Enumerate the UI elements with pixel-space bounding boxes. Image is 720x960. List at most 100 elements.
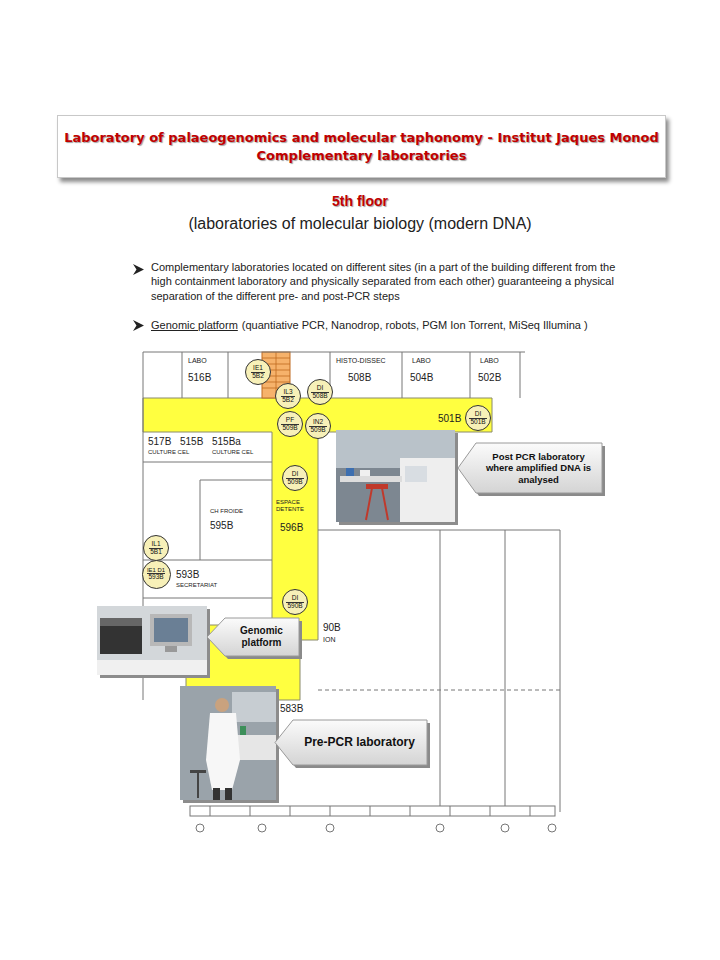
marker-code: 5B1: [149, 548, 163, 556]
room-label: CH FROIDE: [210, 508, 243, 515]
bottom-wall-part: [190, 806, 555, 816]
room-label: SECRETARIAT: [176, 582, 217, 589]
walls-part: [505, 530, 506, 812]
genomic-photo-part: [154, 618, 188, 642]
walls-part: [200, 480, 201, 560]
bottom-wall-part: [530, 806, 531, 816]
pre-pcr-photo-part: [197, 773, 199, 798]
door-marker: IL35B2: [275, 383, 301, 409]
marker-code: 593B: [147, 573, 164, 581]
post-pcr-photo-part: [366, 484, 388, 489]
walls-part: [143, 352, 525, 353]
post-pcr-photo-part: [405, 466, 427, 482]
marker-code: 509B: [281, 424, 298, 432]
walls-part: [470, 352, 471, 398]
room-label: ESPACE DETENTE: [276, 499, 316, 513]
room-label: 515B: [180, 436, 203, 448]
room-label: 595B: [210, 520, 233, 532]
walls-part: [440, 530, 441, 812]
room-label: ION: [323, 636, 335, 644]
callout-box: Post PCR laboratory where amplified DNA …: [458, 443, 602, 493]
room-label: 90B: [323, 622, 341, 634]
bottom-wall-part: [330, 806, 331, 816]
marker-code: DI: [474, 411, 483, 418]
room-label: 593B: [176, 569, 199, 581]
marker-code: 5B2: [251, 372, 265, 380]
post-pcr-photo: [336, 430, 458, 525]
walls-part: [318, 690, 560, 691]
callout-fill: [458, 443, 602, 493]
callout-text: Genomic platform: [230, 625, 293, 649]
heading-text: (laboratories of molecular biology (mode…: [0, 215, 720, 233]
bottom-wall-part: [326, 824, 334, 832]
marker-code: IE1: [252, 365, 264, 372]
bottom-wall-part: [450, 806, 451, 816]
pre-pcr-photo-part: [206, 713, 240, 790]
genomic-photo-part: [150, 614, 192, 646]
bullet-paragraph: Genomic platform(quantiative PCR, Nanodr…: [151, 318, 636, 332]
genomic-photo-part: [165, 646, 177, 652]
callout-box: Genomic platform: [207, 618, 299, 656]
marker-code: IN2: [312, 419, 324, 426]
pre-pcr-photo-part: [225, 788, 232, 800]
pre-pcr-photo-part: [240, 726, 246, 735]
room-label: LABO: [188, 357, 207, 365]
room-label: CULTURE CEL: [212, 449, 253, 456]
pre-pcr-photo-part: [180, 686, 276, 800]
walls-part: [143, 598, 272, 599]
bottom-wall-part: [410, 806, 411, 816]
heading-text: 5th floor: [0, 193, 720, 209]
marker-code: DI: [291, 471, 300, 478]
marker-code: 5B2: [281, 396, 295, 404]
pre-pcr-photo-part: [213, 788, 220, 800]
room-label: 517B: [148, 436, 171, 448]
marker-code: PF: [285, 417, 295, 424]
walls-part: [520, 352, 521, 398]
door-marker: IE1 D1593B: [142, 560, 171, 589]
room-label: 515Ba: [212, 436, 241, 448]
bottom-wall: [190, 806, 556, 832]
walls-part: [318, 530, 560, 531]
heading-text: Complementary laboratories located on di…: [151, 260, 636, 303]
walls-part: [182, 352, 183, 398]
bottom-wall-part: [250, 806, 251, 816]
marker-code: 508B: [311, 392, 328, 400]
genomic-photo-part: [97, 660, 207, 675]
room-label: HISTO-DISSEC: [336, 357, 386, 365]
post-pcr-photo-part: [336, 430, 455, 522]
bottom-wall-part: [490, 806, 491, 816]
post-pcr-photo-part: [366, 488, 372, 520]
room-label: 583B: [280, 703, 303, 715]
genomic-photo: [97, 606, 210, 678]
marker-code: 509B: [309, 426, 326, 434]
bottom-wall-part: [370, 806, 371, 816]
marker-code: IL3: [282, 389, 293, 396]
callout-box: Pre-PCR laboratory: [275, 720, 427, 765]
bottom-wall-part: [436, 824, 444, 832]
walls-part: [200, 480, 272, 481]
post-pcr-photo-part: [340, 476, 402, 482]
callout-fill: [207, 618, 299, 656]
callout-fill: [275, 720, 427, 765]
pre-pcr-photo-part: [232, 692, 276, 722]
room-label: 596B: [280, 522, 303, 534]
marker-code: 509B: [286, 478, 303, 486]
door-marker: IE15B2: [245, 359, 271, 385]
door-marker: DI509B: [282, 465, 308, 491]
walls: [143, 352, 560, 812]
bullet-arrows-part: [133, 320, 144, 331]
door-marker: PF509B: [277, 411, 303, 437]
bullet-arrows-part: [133, 264, 144, 275]
callout-text: Pre-PCR laboratory: [304, 735, 415, 749]
genomic-photo-part: [100, 618, 142, 626]
room-label: CULTURE CEL: [148, 449, 189, 456]
bottom-wall-part: [548, 824, 556, 832]
platform-list: (quantiative PCR, Nanodrop, robots, PGM …: [242, 319, 588, 331]
walls-part: [402, 352, 403, 398]
pre-pcr-photo-part: [215, 698, 229, 712]
bottom-wall-part: [210, 806, 211, 816]
walls-part: [560, 530, 561, 812]
post-pcr-photo-part: [400, 458, 455, 522]
marker-code: 501B: [469, 418, 486, 426]
